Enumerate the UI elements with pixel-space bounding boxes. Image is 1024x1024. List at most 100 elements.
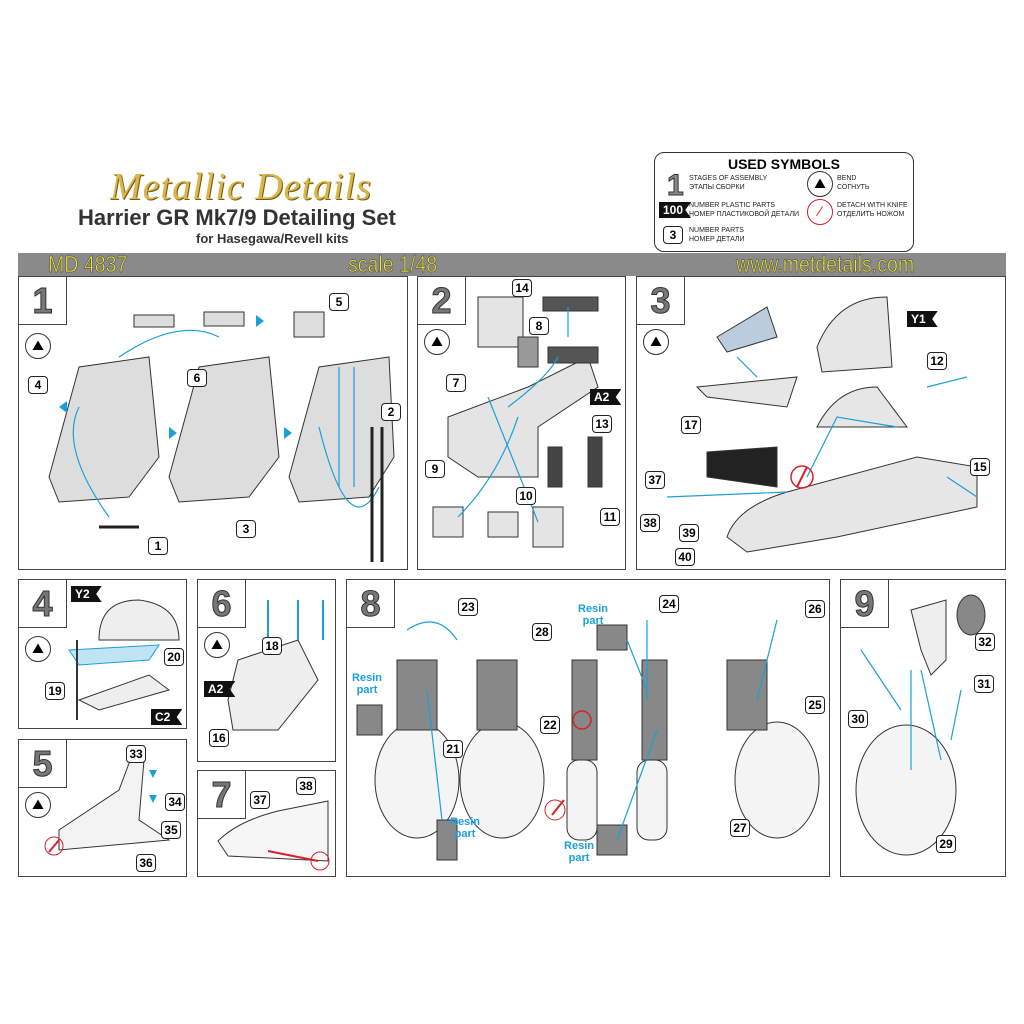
legend-title: USED SYMBOLS [727,156,840,172]
part-number: 12 [927,352,947,370]
part-number: 18 [262,637,282,655]
set-subtitle: for Hasegawa/Revell kits [196,231,349,246]
legend-bend: BEND [837,175,857,182]
part-number: 26 [805,600,825,618]
part-number: 38 [296,777,316,795]
part-number: 39 [679,524,699,542]
product-code: MD 4837 [48,251,128,278]
part-number: 34 [165,793,185,811]
canopy-frame-diagram [68,599,180,720]
resin-part-label: Resin part [564,840,594,864]
part-number: 31 [974,675,994,693]
step-4-panel: 4 ⛰ Y2 20 19 C2 [18,579,187,729]
step-number: 7 [198,771,246,819]
step-8-panel: 8 23 24 26 28 25 22 21 27 Resin part Res… [346,579,830,877]
bend-icon: ⛰ [204,632,230,658]
resin-part-label: Resin part [450,816,480,840]
part-number: 10 [516,487,536,505]
step-number: 6 [198,580,246,628]
set-title: Harrier GR Mk7/9 Detailing Set [78,205,396,230]
plastic-part-tag: Y2 [71,586,102,602]
part-number: 38 [640,514,660,532]
step-5-panel: 5 ⛰ 33 34 35 36 [18,739,187,877]
part-number: 16 [209,729,229,747]
part-number: 37 [250,791,270,809]
brand-logo: Metallic Details [110,166,372,208]
part-number: 3 [236,520,256,538]
legend-detach: DETACH WITH KNIFE [837,202,908,209]
step-number: 2 [418,277,466,325]
part-number: 37 [645,471,665,489]
part-number: 29 [936,835,956,853]
info-bar: MD 4837 scale 1/48 www.metdetails.com [18,251,1006,278]
plastic-part-tag: Y1 [907,311,938,327]
part-number: 8 [529,317,549,335]
plastic-part-tag: A2 [204,681,236,697]
part-number: 21 [443,740,463,758]
legend-stages-ru: ЭТАПЫ СБОРКИ [689,184,745,191]
part-number: 35 [161,821,181,839]
tail-diagram [44,749,171,856]
bend-icon: ⛰ [25,333,51,359]
plastic-symbol: 100 [659,202,692,218]
scale-label: scale 1/48 [348,251,438,278]
legend-parts: NUMBER PARTS [689,227,744,234]
step-3-panel: 3 ⛰ Y1 12 17 15 37 38 39 40 [636,276,1006,570]
plastic-part-tag: A2 [590,389,622,405]
resin-part-label: Resin part [352,672,382,696]
part-number: 20 [164,648,184,666]
stage-symbol: 1 [667,169,685,203]
bend-icon: ⛰ [807,171,833,197]
landing-gear-diagram [356,619,820,861]
part-number: 32 [975,633,995,651]
step-9-panel: 9 32 31 30 29 [840,579,1006,877]
part-number: 27 [730,819,750,837]
fuselage-canopy-diagram [666,296,978,553]
step-2-panel: 2 ⛰ 14 8 7 A2 13 9 10 11 [417,276,626,570]
cockpit-tub-diagram [432,296,603,548]
part-number: 7 [446,374,466,392]
part-number: 11 [600,508,620,526]
plastic-part-tag: C2 [151,709,183,725]
step-number: 9 [841,580,889,628]
part-number: 9 [425,460,445,478]
bend-icon: ⛰ [25,792,51,818]
used-symbols-legend: USED SYMBOLS 1 STAGES OF ASSEMBLY ЭТАПЫ С… [654,152,914,252]
step-number: 1 [19,277,67,325]
part-number: 6 [187,369,207,387]
step-number: 4 [19,580,67,628]
part-number: 40 [675,548,695,566]
part-number: 5 [329,293,349,311]
nose-diagram [217,800,330,871]
knife-icon: ∕ [807,199,833,225]
step-6-panel: 6 ⛰ 18 A2 16 [197,579,336,762]
legend-parts-ru: НОМЕР ДЕТАЛИ [689,236,745,243]
step-1-panel: 1 ⛰ 5 6 4 2 3 1 [18,276,408,570]
ejection-seat-diagram [48,311,395,562]
part-number: 23 [458,598,478,616]
part-number: 17 [681,416,701,434]
part-number: 19 [45,682,65,700]
legend-stages: STAGES OF ASSEMBLY [689,175,768,182]
step-number: 8 [347,580,395,628]
legend-detach-ru: ОТДЕЛИТЬ НОЖОМ [837,211,905,218]
nose-gear-diagram [855,594,986,856]
legend-plastic-ru: НОМЕР ПЛАСТИКОВОЙ ДЕТАЛИ [689,211,800,218]
legend-plastic: NUMBER PLASTIC PARTS [689,202,776,209]
part-number: 22 [540,716,560,734]
bend-icon: ⛰ [424,329,450,355]
bend-icon: ⛰ [643,329,669,355]
part-number: 28 [532,623,552,641]
step-number: 5 [19,740,67,788]
part-number: 24 [659,595,679,613]
part-number: 15 [970,458,990,476]
part-number: 13 [592,415,612,433]
legend-bend-ru: СОГНУТЬ [837,184,870,191]
part-number: 30 [848,710,868,728]
rear-cockpit-diagram [227,600,324,731]
part-number: 25 [805,696,825,714]
step-7-panel: 7 38 37 [197,770,336,877]
website-link[interactable]: www.metdetails.com [736,251,915,278]
part-number: 2 [381,403,401,421]
step-number: 3 [637,277,685,325]
